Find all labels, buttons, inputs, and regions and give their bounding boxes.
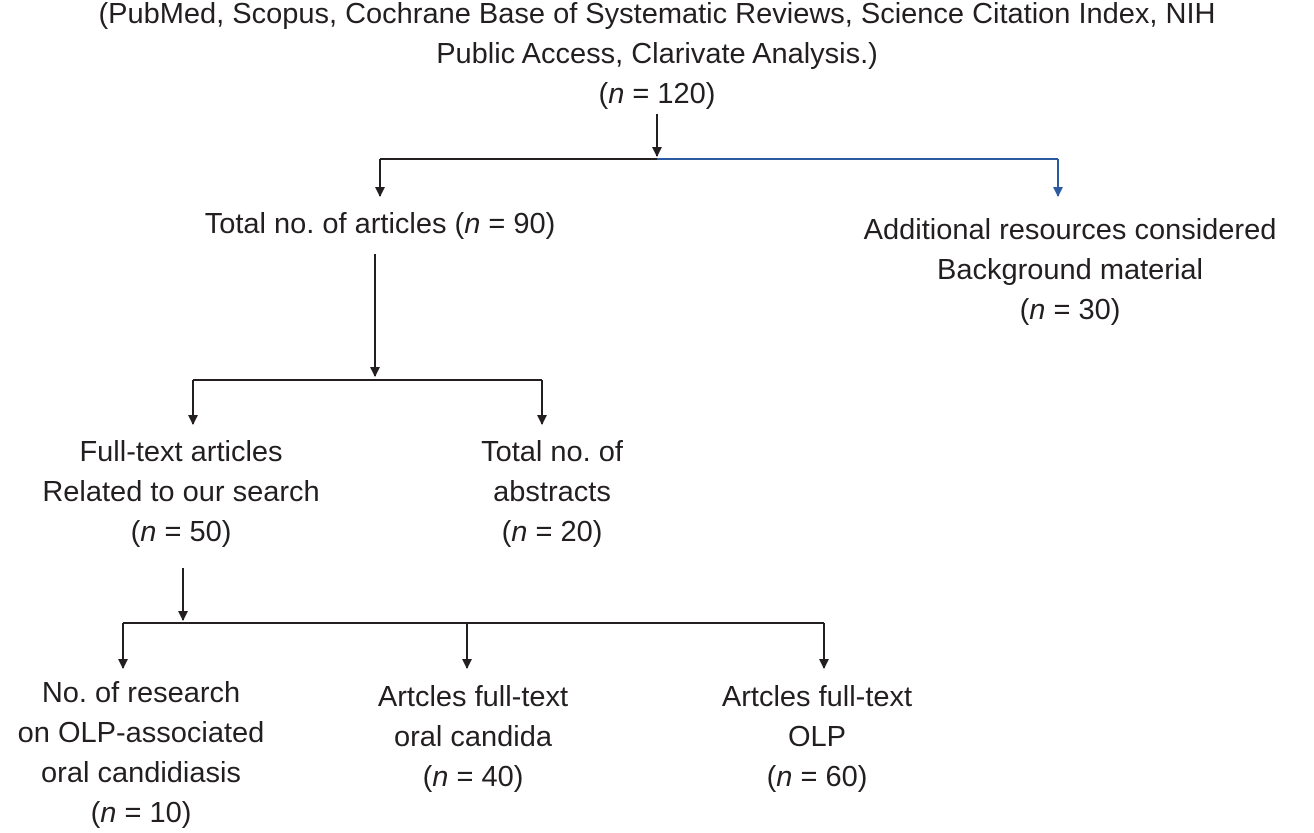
node-sources-line-1: (PubMed, Scopus, Cochrane Base of System…: [98, 0, 1216, 30]
node-total-articles: Total no. of articles (n = 90): [150, 204, 610, 244]
node-olp-line-2: OLP: [787, 721, 847, 753]
node-oral-candida: Artcles full-text oral candida (n = 40): [340, 677, 606, 797]
node-olp-candidiasis: No. of research on OLP-associated oral c…: [0, 673, 282, 833]
node-additional-line-1: Additional resources considered: [863, 214, 1277, 246]
node-sources-line-2: Public Access, Clarivate Analysis.): [436, 38, 878, 70]
node-abstracts-count: (n = 20): [501, 516, 603, 548]
node-additional-line-2: Background material: [937, 254, 1203, 286]
node-abstracts-line-1: Total no. of: [481, 436, 623, 468]
node-total-articles-line: Total no. of articles (n = 90): [204, 208, 556, 240]
node-oral-candida-count: (n = 40): [422, 761, 524, 793]
node-oral-candida-line-1: Artcles full-text: [377, 681, 569, 713]
node-abstracts-line-2: abstracts: [493, 476, 611, 508]
node-oral-candida-line-2: oral candida: [394, 721, 552, 753]
node-olp-candidiasis-line-1: No. of research: [41, 677, 241, 709]
node-abstracts: Total no. of abstracts (n = 20): [432, 432, 672, 552]
node-full-text-count: (n = 50): [130, 516, 232, 548]
node-olp-candidiasis-line-2: on OLP-associated: [17, 717, 265, 749]
node-olp: Artcles full-text OLP (n = 60): [684, 677, 950, 797]
node-full-text-line-1: Full-text articles: [79, 436, 283, 468]
node-full-text-line-2: Related to our search: [42, 476, 320, 508]
node-sources: (PubMed, Scopus, Cochrane Base of System…: [0, 0, 1314, 114]
node-sources-count: (n = 120): [598, 78, 716, 110]
node-full-text-articles: Full-text articles Related to our search…: [16, 432, 346, 552]
node-olp-candidiasis-line-3: oral candidiasis: [41, 757, 241, 789]
node-olp-line-1: Artcles full-text: [721, 681, 913, 713]
node-olp-count: (n = 60): [766, 761, 868, 793]
node-additional-count: (n = 30): [1019, 294, 1121, 326]
node-olp-candidiasis-count: (n = 10): [90, 797, 192, 829]
node-additional-resources: Additional resources considered Backgrou…: [830, 210, 1310, 330]
